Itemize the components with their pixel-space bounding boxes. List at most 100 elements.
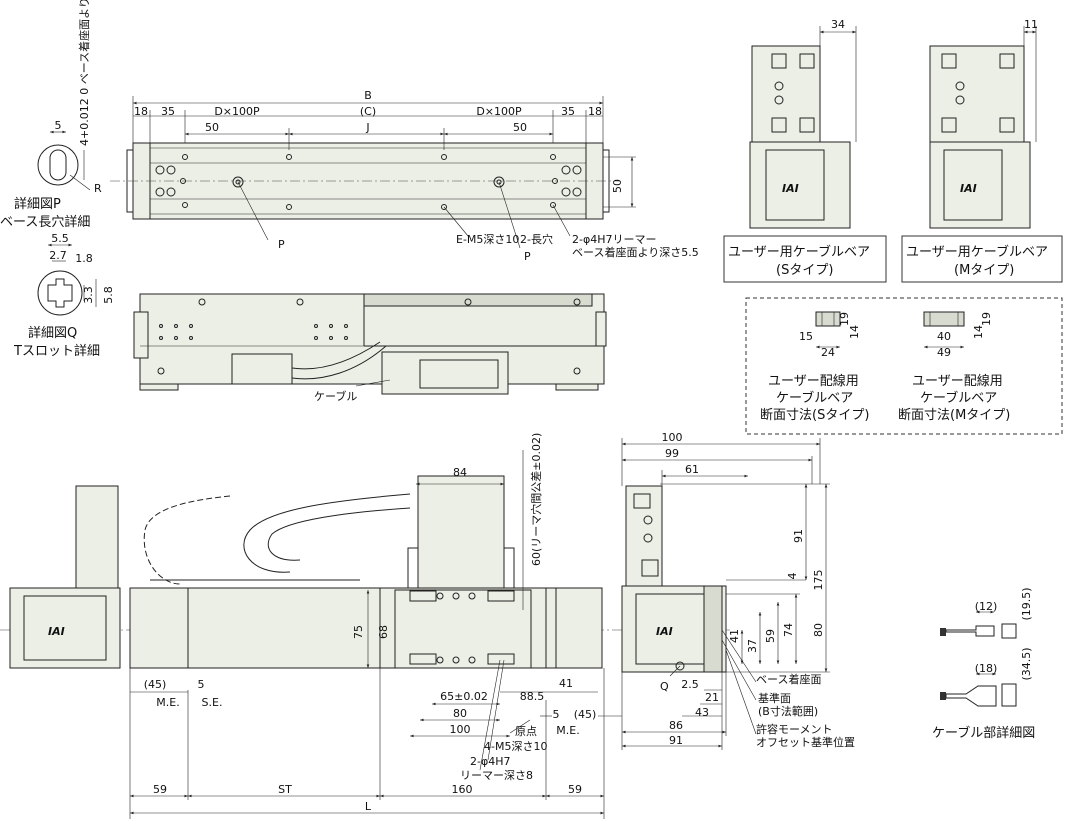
- label-c-s2: (Sタイプ): [776, 263, 833, 278]
- label-d-ME1: M.E.: [156, 696, 179, 709]
- label-d-75: 75: [352, 625, 365, 639]
- label-n-R: R: [94, 182, 102, 195]
- label-d-ME2: M.E.: [556, 724, 579, 737]
- cross-marks: [159, 324, 348, 340]
- label-d-11: 11: [1024, 18, 1038, 31]
- label-d-33: 3.3: [82, 286, 95, 304]
- label-d-84: 84: [453, 466, 467, 479]
- label-d-50b: 50: [513, 121, 527, 134]
- label-d-27: 2.7: [49, 249, 67, 262]
- label-d-40: 40: [937, 330, 951, 343]
- caption-box-s: [723, 235, 887, 283]
- label-d-B: B: [364, 89, 372, 102]
- label-d-45a: (45): [144, 678, 167, 691]
- label-d-55: 5.5: [51, 232, 69, 245]
- label-d-21: 21: [705, 691, 719, 704]
- label-c-cd: ケーブル部詳細図: [932, 725, 1035, 741]
- label-n-origin: 原点: [515, 725, 537, 738]
- iai-logo-m: IAI: [960, 182, 977, 195]
- label-d-50a: 50: [205, 121, 219, 134]
- cable-detail: [940, 610, 1017, 707]
- label-d-61: 61: [685, 463, 699, 476]
- label-d-18b: 18: [588, 105, 602, 118]
- iai-logo-left: IAI: [48, 625, 65, 638]
- detail-p: [37, 130, 91, 191]
- label-d-59b: 59: [568, 783, 582, 796]
- label-d-34: 34: [831, 18, 845, 31]
- label-c-m2: (Mタイプ): [954, 263, 1014, 278]
- label-d-43: 43: [695, 706, 709, 719]
- label-d-49: 49: [937, 346, 951, 359]
- label-d-86: 86: [669, 719, 683, 732]
- label-c-q1: 詳細図Q: [28, 325, 77, 341]
- label-d-14a: 14: [848, 325, 861, 339]
- label-d-C: (C): [360, 105, 376, 118]
- label-d-50v: 50: [611, 179, 624, 193]
- label-c-wm3: 断面寸法(Mタイプ): [898, 408, 1010, 423]
- label-n-e: E-M5深さ10: [456, 233, 519, 246]
- cable-bear-m-view: [929, 26, 1037, 229]
- label-c-p1: 詳細図P: [14, 196, 61, 212]
- side-view: [621, 438, 830, 750]
- caption-box-m: [901, 235, 1063, 283]
- label-d-160: 160: [452, 783, 473, 796]
- label-d-885: 88.5: [520, 690, 545, 703]
- label-n-2p4: 2-φ4H7: [470, 755, 511, 768]
- label-n-ream1: 2-φ4H7リーマー: [572, 233, 657, 246]
- label-n-base: ベース着座面: [756, 672, 821, 686]
- detail-q: [37, 243, 97, 316]
- label-d-91v: 91: [792, 529, 805, 543]
- label-c-q2: Tスロット詳細: [13, 343, 100, 359]
- label-d-ST: ST: [278, 783, 292, 796]
- cable-bear-s-view: [749, 26, 857, 229]
- label-d-99: 99: [665, 447, 679, 460]
- label-c-s1: ユーザー用ケーブルベア: [728, 244, 870, 260]
- label-n-ref1: 基準面: [758, 691, 791, 705]
- label-n-mom2: オフセット基準位置: [756, 735, 855, 749]
- label-d-12: (12): [975, 600, 998, 613]
- label-d-14b: 14: [972, 325, 985, 339]
- label-n-P2: P: [524, 250, 531, 263]
- hole-pattern-left: [155, 154, 188, 208]
- label-d-L: L: [365, 800, 372, 813]
- label-d-41b: 41: [559, 677, 573, 690]
- label-d-45b: (45): [574, 708, 597, 721]
- top-view: [110, 96, 636, 249]
- label-n-ream8: リーマー深さ8: [460, 769, 533, 782]
- label-n-4m5: 4-M5深さ10: [484, 740, 547, 753]
- label-d-74: 74: [782, 623, 795, 637]
- label-d-35a: 35: [161, 105, 175, 118]
- label-d-dx1: D×100P: [214, 105, 260, 118]
- label-d-345: (34.5): [1020, 647, 1033, 680]
- label-d-100: 100: [662, 431, 683, 444]
- hole-pattern-right: [550, 154, 582, 208]
- label-n-Q: Q: [660, 680, 669, 693]
- label-d-5b: 5: [553, 708, 560, 721]
- label-d-SE: S.E.: [202, 696, 223, 709]
- label-d-35b: 35: [561, 105, 575, 118]
- label-d-37: 37: [746, 639, 759, 653]
- label-n-ream2: ベース着座面より深さ5.5: [572, 245, 699, 259]
- label-c-ws3: 断面寸法(Sタイプ): [760, 408, 869, 423]
- iai-logo-s: IAI: [782, 182, 799, 195]
- label-n-mom1: 許容モーメント: [756, 722, 833, 736]
- label-d-100b: 100: [450, 723, 471, 736]
- label-d-25: 2.5: [681, 678, 699, 691]
- label-d-5a: 5: [198, 678, 205, 691]
- label-d-15: 15: [799, 330, 813, 343]
- label-d-175: 175: [812, 570, 825, 591]
- label-n-slotdepth: 4+0.012 0 ベース着座面より深さ5.5: [77, 0, 91, 146]
- label-d-5p: 5: [55, 119, 62, 132]
- label-c-m1: ユーザー用ケーブルベア: [906, 244, 1048, 260]
- label-n-reamtol: 60(リーマ穴間公差±0.02): [529, 433, 543, 566]
- label-n-P1: P: [278, 238, 285, 251]
- label-d-dx2: D×100P: [476, 105, 522, 118]
- label-d-4: 4: [786, 573, 799, 580]
- label-d-J: J: [365, 121, 369, 134]
- label-d-18q: 1.8: [75, 252, 93, 265]
- label-d-24: 24: [821, 346, 835, 359]
- label-d-80v: 80: [812, 623, 825, 637]
- label-c-p2: ベース長穴詳細: [0, 214, 90, 230]
